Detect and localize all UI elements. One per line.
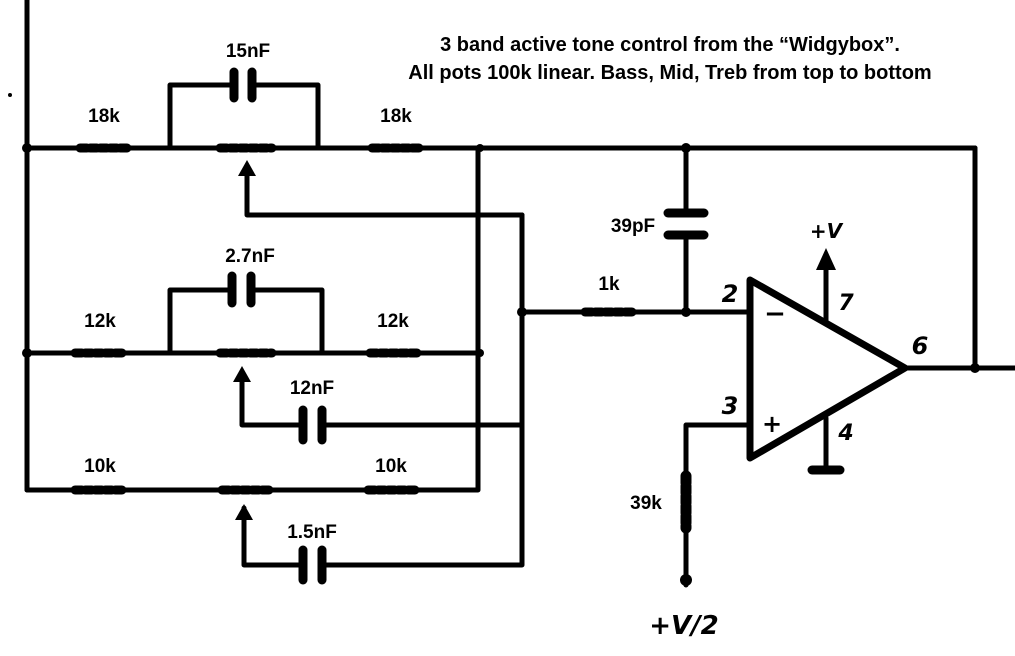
title-line-1: 3 band active tone control from the “Wid… bbox=[440, 34, 900, 56]
bass-network bbox=[24, 67, 978, 218]
label-mid-cap-bottom: 12nF bbox=[290, 378, 334, 399]
mid-network bbox=[24, 271, 525, 445]
label-treb-cap: 1.5nF bbox=[287, 522, 337, 543]
output-line bbox=[902, 145, 1015, 373]
label-bass-r-right: 18k bbox=[380, 106, 412, 127]
opamp bbox=[683, 248, 909, 475]
pin-2-label: 2 bbox=[722, 280, 739, 308]
title-line-2: All pots 100k linear. Bass, Mid, Treb fr… bbox=[408, 62, 931, 84]
label-feedback-cap: 39pF bbox=[611, 216, 655, 237]
label-mid-r-left: 12k bbox=[84, 311, 116, 332]
bias-resistor bbox=[680, 470, 692, 588]
treble-network bbox=[24, 145, 525, 585]
input-rail bbox=[8, 0, 32, 493]
pin-6-label: 6 bbox=[912, 332, 929, 360]
pin-3-label: 3 bbox=[722, 392, 739, 420]
label-mid-r-right: 12k bbox=[377, 311, 409, 332]
bias-supply-label: +V/2 bbox=[649, 611, 719, 641]
label-treb-r-right: 10k bbox=[375, 456, 407, 477]
pin-4-label: 4 bbox=[837, 421, 853, 446]
opamp-minus-sign: − bbox=[764, 299, 786, 329]
feedback-cap bbox=[663, 143, 709, 315]
label-bass-r-left: 18k bbox=[88, 106, 120, 127]
supply-label: +V bbox=[810, 219, 844, 243]
pin-7-label: 7 bbox=[838, 291, 854, 316]
label-bass-cap: 15nF bbox=[226, 41, 270, 62]
label-input-r: 1k bbox=[598, 274, 620, 295]
opamp-plus-sign: + bbox=[762, 410, 782, 438]
label-treb-r-left: 10k bbox=[84, 456, 116, 477]
label-bias-r: 39k bbox=[630, 493, 662, 514]
label-mid-cap-top: 2.7nF bbox=[225, 246, 275, 267]
